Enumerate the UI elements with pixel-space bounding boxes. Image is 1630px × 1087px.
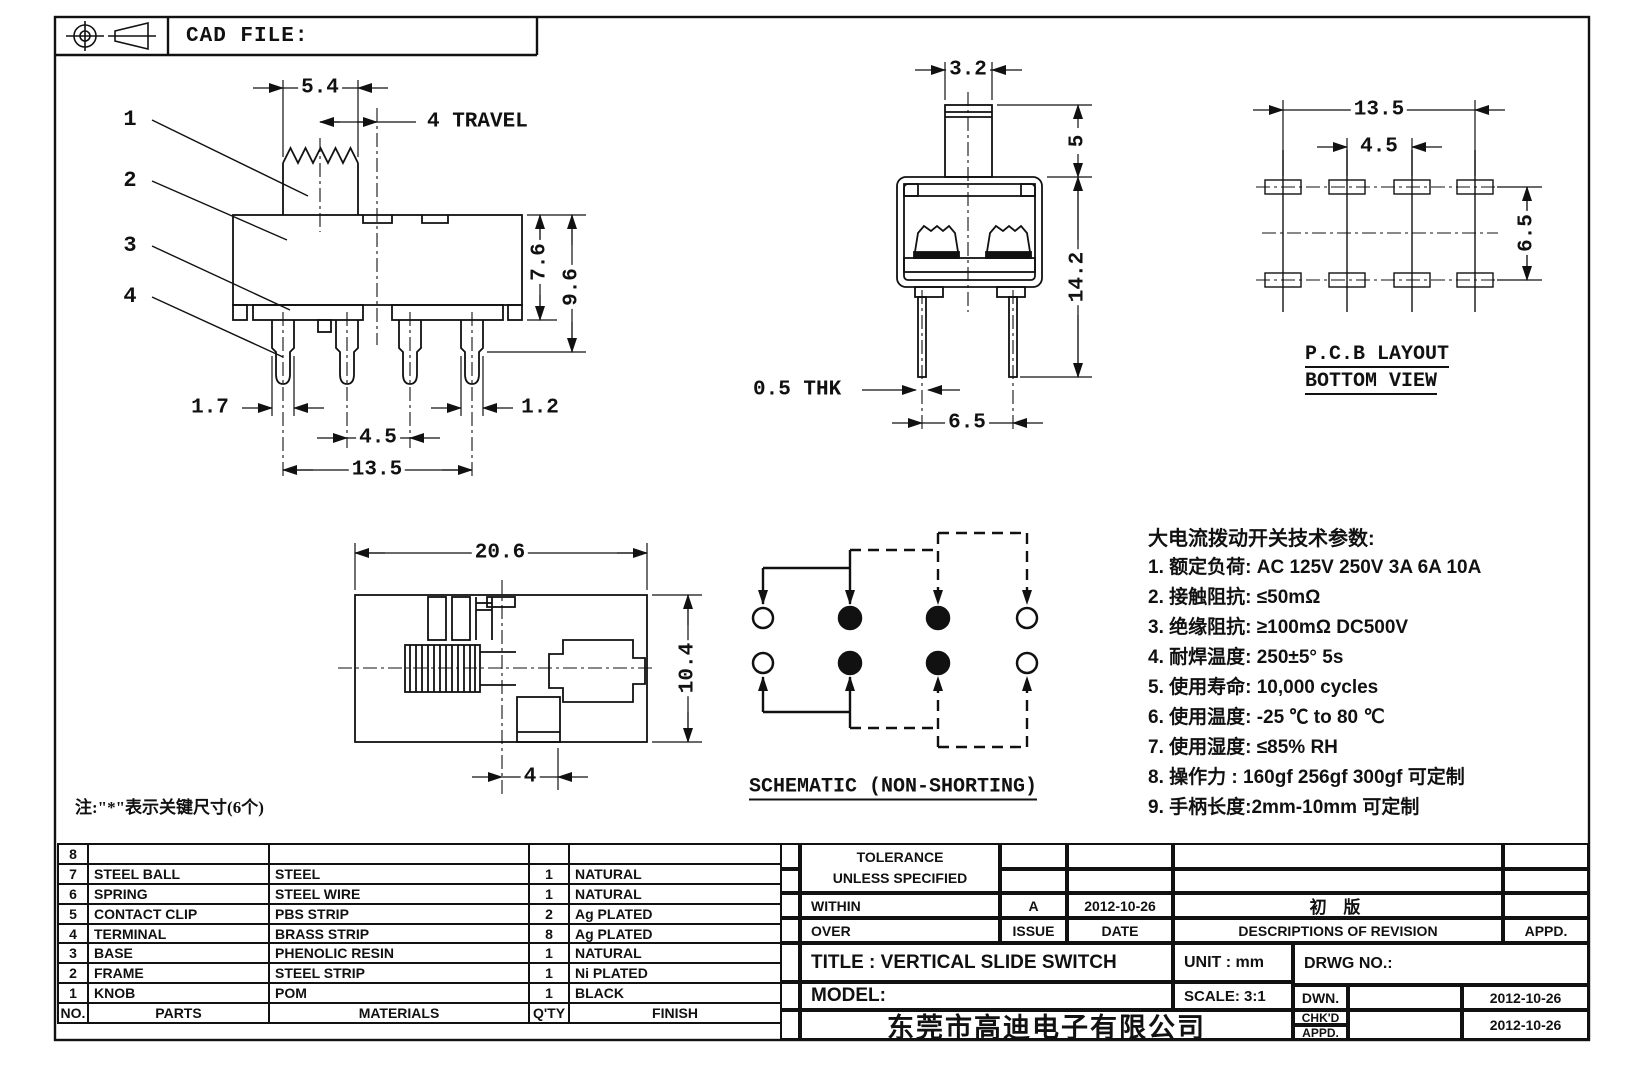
spec-item: 8. 操作力 : 160gf 256gf 300gf 可定制 xyxy=(1148,767,1465,788)
part-number-4: 4 xyxy=(123,284,137,309)
revision-cell-empty xyxy=(1503,843,1589,869)
part-number-2: 2 xyxy=(123,168,137,193)
revision-cell-empty xyxy=(1000,869,1067,893)
cad-file-label: CAD FILE: xyxy=(186,25,309,48)
dim-pcb-row-gap: 6.5 xyxy=(1516,211,1539,255)
over-cell: OVER xyxy=(800,918,1000,943)
dim-side-total-height: 14.2 xyxy=(1067,248,1090,306)
revision-cell-empty xyxy=(1173,869,1503,893)
stub-cell xyxy=(780,918,800,943)
spec-item: 2. 接触阻抗: ≤50mΩ xyxy=(1148,587,1321,608)
date-label-cell: DATE xyxy=(1067,918,1173,943)
appd-label-cell: APPD. xyxy=(1503,918,1589,943)
chkd-label-cell: CHK'D xyxy=(1293,1010,1348,1025)
date-value-cell: 2012-10-26 xyxy=(1067,893,1173,918)
stub-cell xyxy=(780,943,800,982)
revision-cell-empty xyxy=(1000,843,1067,869)
dim-side-pin-spread: 6.5 xyxy=(945,412,989,434)
part-number-1: 1 xyxy=(123,107,137,132)
revision-cell-empty xyxy=(1067,843,1173,869)
tolerance-line1: TOLERANCE xyxy=(856,849,944,865)
title-cell: TITLE : VERTICAL SLIDE SWITCH xyxy=(800,943,1173,982)
chkd-date-cell: 2012-10-26 xyxy=(1462,1010,1589,1040)
stub-cell xyxy=(780,869,800,893)
table-row: 8 xyxy=(57,843,782,865)
dim-front-pin-pitch: 4.5 xyxy=(356,427,400,449)
dwn-date-cell: 2012-10-26 xyxy=(1462,985,1589,1010)
dim-front-pin-width: 1.2 xyxy=(518,397,562,419)
scale-cell: SCALE: 3:1 xyxy=(1173,982,1293,1010)
dim-side-knob-height: 5 xyxy=(1067,131,1090,151)
revision-appd-empty xyxy=(1503,893,1589,918)
unit-cell: UNIT : mm xyxy=(1173,943,1293,982)
dim-front-travel: 4 TRAVEL xyxy=(424,111,531,133)
spec-item: 4. 耐焊温度: 250±5° 5s xyxy=(1148,647,1344,668)
spec-item: 6. 使用温度: -25 ℃ to 80 ℃ xyxy=(1148,707,1385,728)
key-dimension-note: 注:"*"表示关键尺寸(6个) xyxy=(75,798,264,817)
spec-item: 5. 使用寿命: 10,000 cycles xyxy=(1148,677,1379,698)
spec-item: 9. 手柄长度:2mm-10mm 可定制 xyxy=(1148,797,1420,818)
company-name: 东莞市高迪电子有限公司 xyxy=(800,1010,1293,1043)
dim-front-body-height: 7.6 xyxy=(529,240,552,284)
spec-title: 大电流拨动开关技术参数: xyxy=(1148,528,1375,550)
issue-label-cell: ISSUE xyxy=(1000,918,1067,943)
tolerance-cell: TOLERANCE UNLESS SPECIFIED xyxy=(800,843,1000,893)
schematic-caption: SCHEMATIC (NON-SHORTING) xyxy=(748,775,1038,801)
dim-pcb-span: 13.5 xyxy=(1350,99,1408,121)
dim-top-length: 20.6 xyxy=(471,542,529,564)
model-cell: MODEL: xyxy=(800,982,1173,1010)
revision-cell-empty xyxy=(1173,843,1503,869)
dim-pcb-pitch: 4.5 xyxy=(1357,136,1401,158)
dwn-label-cell: DWN. xyxy=(1293,985,1348,1010)
appd-row-label-cell: APPD. xyxy=(1293,1025,1348,1040)
stub-cell xyxy=(780,982,800,1010)
revision-cell-empty xyxy=(1067,869,1173,893)
stub-cell xyxy=(780,1010,800,1040)
spec-item: 7. 使用湿度: ≤85% RH xyxy=(1148,737,1338,758)
chkd-signature-cell xyxy=(1348,1010,1462,1040)
dim-front-total-height: 9.6 xyxy=(561,265,584,309)
dim-front-pin-span: 13.5 xyxy=(348,459,406,481)
dim-side-knob-width: 3.2 xyxy=(946,59,990,81)
spec-list: 大电流拨动开关技术参数: 1. 额定负荷: AC 125V 250V 3A 6A… xyxy=(1148,522,1590,822)
stub-cell xyxy=(780,843,800,869)
dim-front-pin-edge: 1.7 xyxy=(188,397,232,419)
tolerance-line2: UNLESS SPECIFIED xyxy=(832,870,968,886)
pcb-layout-caption: P.C.B LAYOUT xyxy=(1305,343,1450,368)
dim-top-width: 10.4 xyxy=(677,639,700,697)
pcb-bottom-view-caption: BOTTOM VIEW xyxy=(1305,370,1438,395)
spec-item: 1. 额定负荷: AC 125V 250V 3A 6A 10A xyxy=(1148,557,1482,578)
dim-front-knob-width: 5.4 xyxy=(298,77,342,99)
stub-cell xyxy=(780,893,800,918)
part-number-3: 3 xyxy=(123,233,137,258)
issue-value-cell: A xyxy=(1000,893,1067,918)
revision-label-cell: DESCRIPTIONS OF REVISION xyxy=(1173,918,1503,943)
revision-value-cell: 初 版 xyxy=(1173,893,1503,918)
within-cell: WITHIN xyxy=(800,893,1000,918)
drwg-no-cell: DRWG NO.: xyxy=(1293,943,1589,985)
dim-top-slot: 4 xyxy=(520,766,540,788)
dim-side-pin-thickness: 0.5 THK xyxy=(750,379,845,401)
dwn-signature-cell xyxy=(1348,985,1462,1010)
revision-cell-empty xyxy=(1503,869,1589,893)
spec-item: 3. 绝缘阻抗: ≥100mΩ DC500V xyxy=(1148,617,1409,638)
